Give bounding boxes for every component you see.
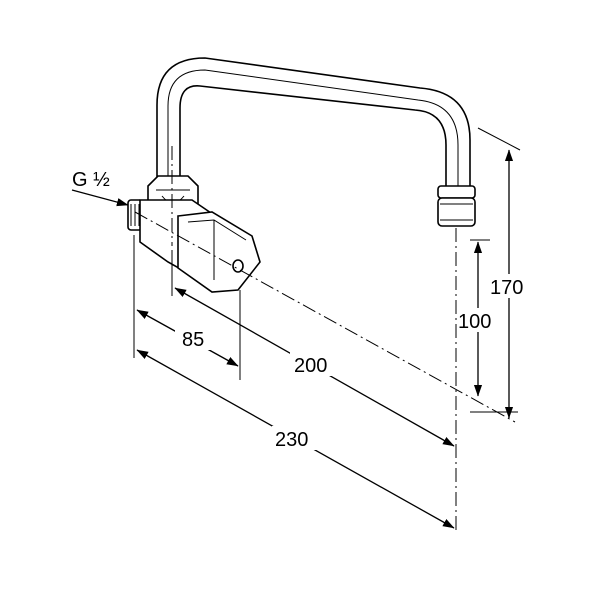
label-170: 170 [490, 277, 523, 299]
faucet [127, 57, 476, 293]
thread-connector [127, 199, 143, 231]
aerator [437, 185, 476, 227]
label-100: 100 [458, 311, 491, 333]
label-230: 230 [275, 429, 308, 451]
label-200: 200 [294, 355, 327, 377]
spout-tube [156, 57, 471, 191]
handle-screw [232, 259, 244, 273]
thread-leader [71, 189, 129, 207]
label-thread: G ½ [72, 169, 110, 191]
dimension-labels: G ½ 85 200 230 100 170 [72, 169, 530, 451]
label-85: 85 [182, 329, 204, 351]
valve-handle [177, 211, 261, 293]
spout-highlight [167, 69, 459, 188]
